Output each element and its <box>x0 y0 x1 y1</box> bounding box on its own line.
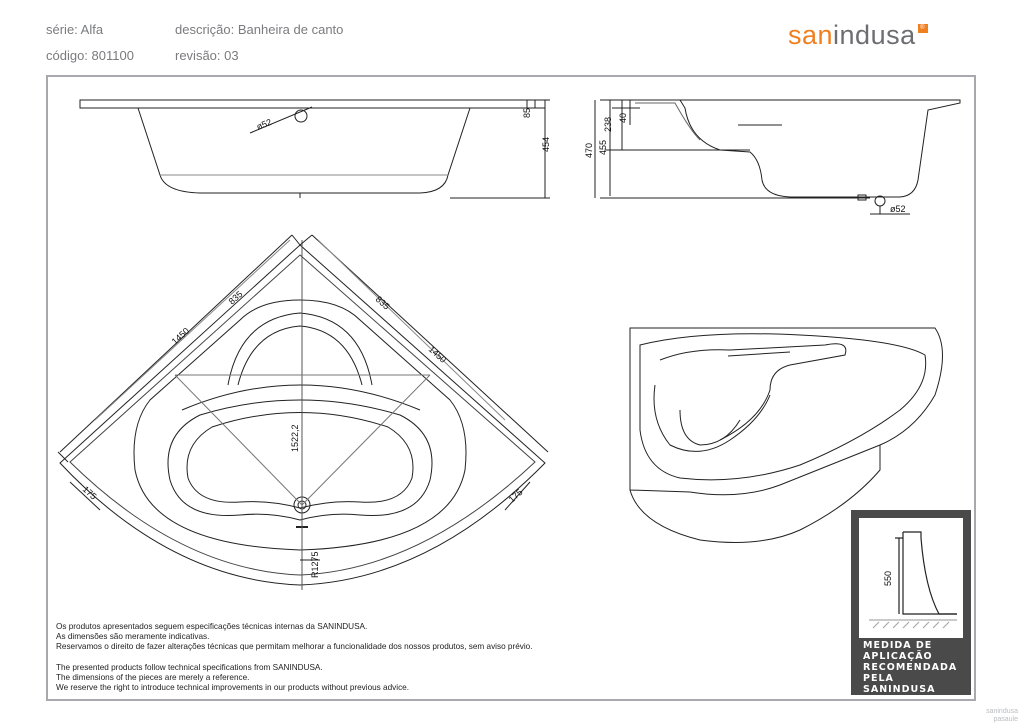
perspective-view <box>629 327 943 543</box>
dim-plan-diagonal: 1522,2 <box>290 424 300 452</box>
dim-side-total: 470 <box>584 143 594 158</box>
watermark: sanindusa pasaule <box>986 708 1018 724</box>
dim-plan-edge-right: 175 <box>507 487 525 504</box>
watermark-line-1: sanindusa <box>986 708 1018 715</box>
logo-mark-icon: ® <box>917 24 928 33</box>
dim-front-height: 454 <box>541 137 551 152</box>
note-en-1: The presented products follow technical … <box>56 663 323 672</box>
note-pt-1: Os produtos apresentados seguem especifi… <box>56 622 368 631</box>
badge-line-3: RECOMENDADA <box>863 662 958 673</box>
drawing-frame <box>46 75 976 701</box>
plan-view <box>57 234 549 590</box>
dim-plan-side-left: 1450 <box>170 326 192 347</box>
badge-line-4: PELA SANINDUSA <box>863 673 936 695</box>
dim-plan-inner-left: 835 <box>227 289 245 306</box>
note-en-3: We reserve the right to introduce techni… <box>56 683 409 692</box>
recommended-height-badge: 550 MEDIDA DE APLICAÇÃO RECOMENDADA PELA… <box>851 510 971 695</box>
note-en-2: The dimensions of the pieces are merely … <box>56 673 250 682</box>
badge-profile-icon: 550 <box>869 531 957 629</box>
dim-side-seat: 238 <box>603 117 613 132</box>
dim-front-hole: ø52 <box>255 117 273 132</box>
dim-side-drain: ø52 <box>890 204 906 214</box>
note-pt-2: As dimensões são meramente indicativas. <box>56 632 210 641</box>
badge-diagram: 550 <box>859 518 963 638</box>
watermark-line-2: pasaule <box>993 716 1018 723</box>
badge-line-2: APLICAÇÃO <box>863 651 933 662</box>
dim-side-rim: 40 <box>618 113 628 123</box>
dim-front-rim: 85 <box>522 108 532 118</box>
front-elevation-view <box>79 99 550 199</box>
sanindusa-logo: sanindusa ® <box>788 20 928 51</box>
logo-part-indusa: indusa <box>833 20 916 50</box>
dim-side-inner: 455 <box>598 140 608 155</box>
badge-caption: MEDIDA DE APLICAÇÃO RECOMENDADA PELA SAN… <box>863 640 967 695</box>
codigo-label: código: 801100 <box>46 48 134 63</box>
dim-plan-radius: R1275 <box>310 551 320 578</box>
serie-label: série: Alfa <box>46 22 104 37</box>
badge-line-1: MEDIDA DE <box>863 640 933 651</box>
descricao-label: descrição: Banheira de canto <box>175 22 344 37</box>
note-pt-3: Reservamos o direito de fazer alterações… <box>56 642 533 651</box>
logo-part-san: san <box>788 20 834 50</box>
revisao-label: revisão: 03 <box>175 48 239 63</box>
side-elevation-view <box>594 99 961 215</box>
badge-height-dim: 550 <box>883 571 893 586</box>
